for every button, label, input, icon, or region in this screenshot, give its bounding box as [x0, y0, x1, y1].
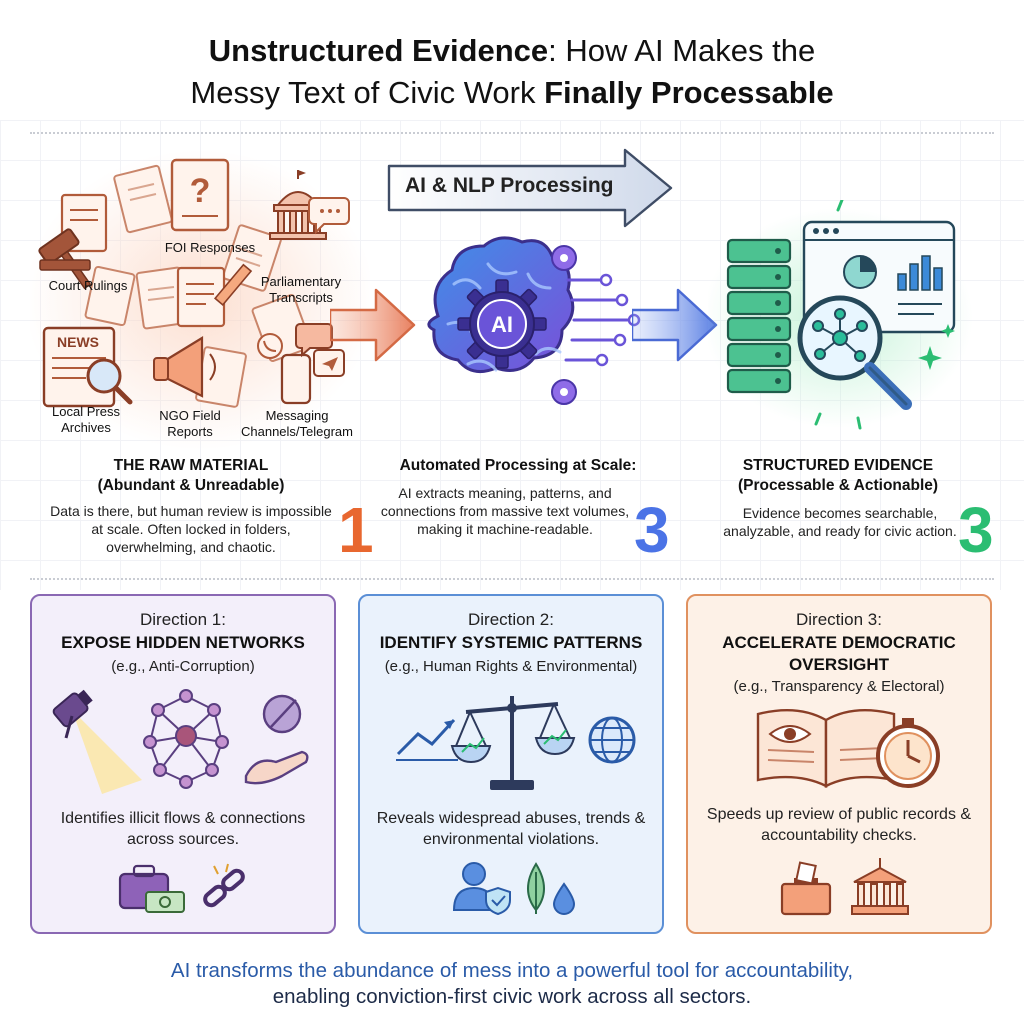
- ballot-box-building-icons: [780, 858, 909, 916]
- source-label-court: Court Rulings: [48, 278, 128, 293]
- direction-2-label: Direction 2:: [468, 610, 554, 629]
- person-shield-leaf-icons: [452, 862, 576, 916]
- divider-top: [30, 132, 994, 134]
- source-label-parliament: Parliamentary Transcripts: [260, 274, 342, 305]
- scales-trend-icons: [396, 696, 636, 790]
- source-label-messaging: Messaging Channels/Telegram: [240, 408, 353, 439]
- processing-banner-label: AI & NLP Processing: [405, 174, 614, 197]
- raw-material-illustration: ? NEWS: [30, 150, 370, 450]
- book-eye-stopwatch-icons: [756, 709, 940, 788]
- direction-1-title: EXPOSE HIDDEN NETWORKS: [61, 633, 305, 652]
- briefcase-chain-icons: [118, 863, 245, 913]
- direction-3-desc: Speeds up review of public records & acc…: [706, 806, 972, 844]
- page-title: Unstructured Evidence: How AI Makes the …: [190, 33, 834, 110]
- divider-middle: [30, 578, 994, 580]
- stage-3-number: 3: [958, 494, 994, 566]
- network-spotlight-icons: [52, 689, 309, 794]
- source-label-ngo: NGO Field Reports: [159, 408, 221, 439]
- stage-1-heading: THE RAW MATERIAL (Abundant & Unreadable): [97, 457, 285, 494]
- direction-1-desc: Identifies illicit flows & connections a…: [60, 810, 306, 848]
- footer-line-1: AI transforms the abundance of mess into…: [170, 959, 854, 982]
- stage-3-heading: STRUCTURED EVIDENCE (Processable & Actio…: [737, 457, 939, 494]
- direction-3-example: (e.g., Transparency & Electoral): [733, 678, 945, 695]
- flow-arrow-2: [632, 288, 718, 362]
- direction-2-example: (e.g., Human Rights & Environmental): [384, 658, 638, 675]
- direction-1-example: (e.g., Anti-Corruption): [111, 658, 255, 675]
- stage-2-body: AI extracts meaning, patterns, and conne…: [380, 485, 630, 537]
- flow-arrow-1: [330, 288, 416, 362]
- direction-card-3: Direction 3: ACCELERATE DEMOCRATIC OVERS…: [686, 594, 992, 934]
- direction-3-label: Direction 3:: [796, 610, 882, 629]
- ai-brain-illustration: AI: [427, 236, 641, 405]
- stage-1-number: 1: [338, 494, 374, 566]
- stage-2-number: 3: [634, 494, 670, 566]
- source-label-foi: FOI Responses: [164, 240, 256, 255]
- svg-text:AI: AI: [491, 312, 513, 337]
- processing-banner: AI & NLP Processing: [383, 148, 683, 228]
- source-label-press: Local Press Archives: [52, 404, 120, 435]
- direction-2-title: IDENTIFY SYSTEMIC PATTERNS: [379, 633, 643, 652]
- stage-3-body: Evidence becomes searchable, analyzable,…: [723, 505, 957, 539]
- direction-2-desc: Reveals widespread abuses, trends & envi…: [376, 810, 646, 848]
- stage-1-body: Data is there, but human review is impos…: [50, 503, 332, 555]
- footer-line-2: enabling conviction-first civic work acr…: [272, 985, 752, 1008]
- svg-text:?: ?: [190, 172, 211, 210]
- structured-evidence-illustration: [708, 200, 973, 430]
- direction-card-2: Direction 2: IDENTIFY SYSTEMIC PATTERNS …: [358, 594, 664, 934]
- stage-2-heading: Automated Processing at Scale:: [399, 457, 637, 474]
- direction-card-1: Direction 1: EXPOSE HIDDEN NETWORKS (e.g…: [30, 594, 336, 934]
- footer-message: AI transforms the abundance of mess into…: [0, 958, 1024, 1010]
- svg-text:NEWS: NEWS: [57, 334, 99, 350]
- direction-1-label: Direction 1:: [140, 610, 226, 629]
- direction-3-title: ACCELERATE DEMOCRATIC OVERSIGHT: [722, 633, 956, 674]
